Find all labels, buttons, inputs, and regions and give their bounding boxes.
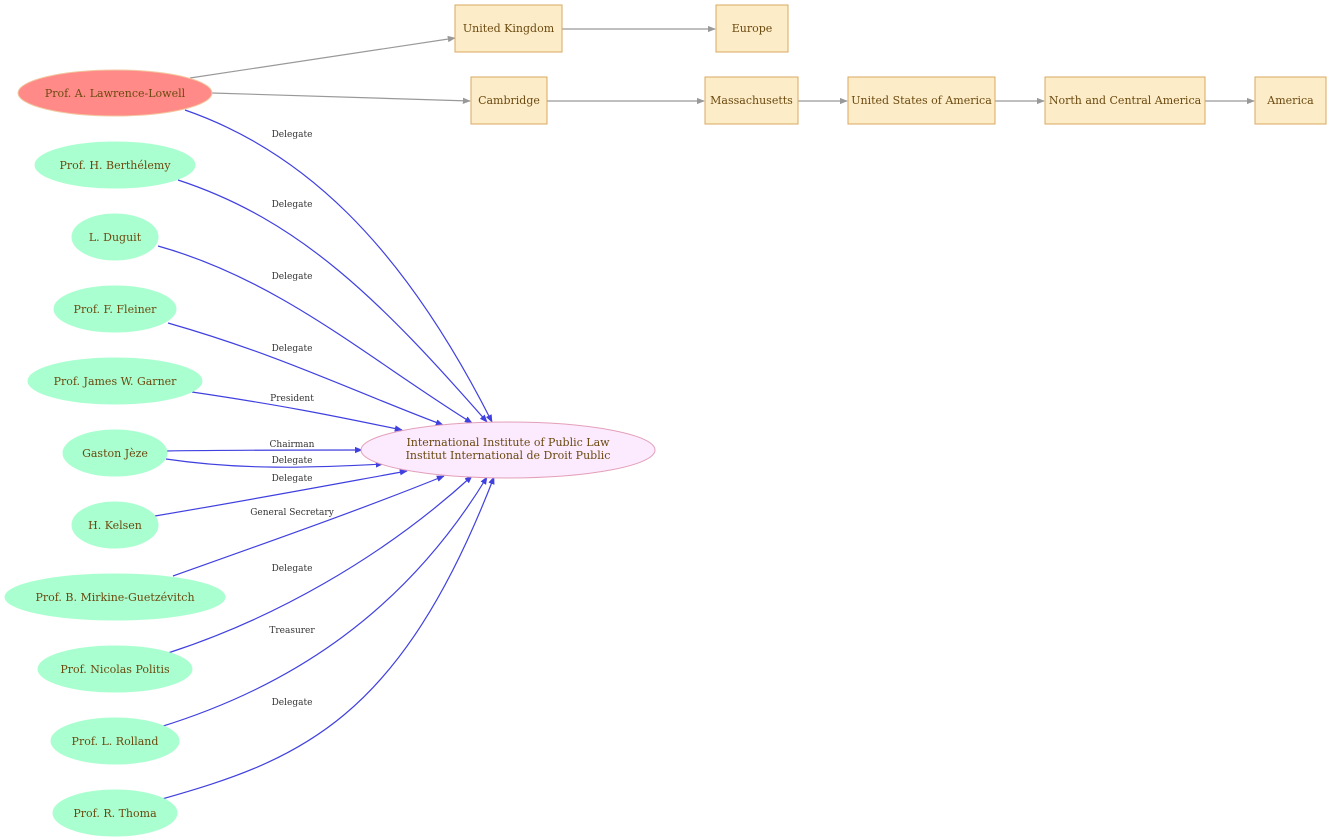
place-node-cambridge[interactable]: Cambridge — [470, 76, 548, 125]
person-node-fleiner[interactable]: Prof. F. Fleiner — [53, 285, 177, 333]
relation-edges — [154, 109, 495, 800]
svg-text:Cambridge: Cambridge — [478, 94, 540, 107]
edge-lawrence-lowell-delegate — [184, 109, 493, 423]
edge-label: Delegate — [272, 564, 313, 574]
person-node-thoma[interactable]: Prof. R. Thoma — [52, 789, 178, 837]
svg-text:Prof. B. Mirkine-Guetzévitch: Prof. B. Mirkine-Guetzévitch — [35, 591, 194, 604]
edge-garner-president — [191, 391, 403, 432]
person-node-politis[interactable]: Prof. Nicolas Politis — [37, 645, 193, 693]
edge-rolland-treasurer — [159, 476, 488, 728]
edge-label: Delegate — [272, 456, 313, 466]
person-node-rolland[interactable]: Prof. L. Rolland — [50, 717, 180, 765]
edge-label: Chairman — [270, 440, 315, 450]
svg-text:Prof. L. Rolland: Prof. L. Rolland — [72, 735, 159, 748]
edge-jeze-chairman — [165, 446, 363, 454]
svg-text:Prof. Nicolas Politis: Prof. Nicolas Politis — [60, 663, 170, 676]
person-node-berthelemy[interactable]: Prof. H. Berthélemy — [34, 141, 196, 189]
place-node-america[interactable]: America — [1254, 76, 1327, 125]
edge-kelsen-delegate — [154, 469, 408, 517]
edge-label: President — [270, 394, 314, 404]
edge-duguit-delegate — [157, 245, 473, 424]
person-node-mirkine[interactable]: Prof. B. Mirkine-Guetzévitch — [4, 573, 226, 621]
edge-mirkine-general-secretary — [172, 475, 445, 577]
person-node-garner[interactable]: Prof. James W. Garner — [27, 357, 203, 405]
svg-text:America: America — [1266, 94, 1314, 107]
place-node-united-kingdom[interactable]: United Kingdom — [454, 4, 563, 53]
place-node-usa[interactable]: United States of America — [847, 76, 996, 125]
svg-text:Gaston Jèze: Gaston Jèze — [82, 447, 148, 460]
relation-edge-labels: Delegate Delegate Delegate Delegate Pres… — [250, 130, 334, 708]
edge-label: Delegate — [272, 200, 313, 210]
svg-text:Massachusetts: Massachusetts — [710, 94, 793, 107]
person-node-kelsen[interactable]: H. Kelsen — [71, 501, 159, 549]
edge-label: Delegate — [272, 474, 313, 484]
person-nodes: Prof. A. Lawrence-Lowell Prof. H. Berthé… — [4, 69, 226, 837]
person-node-duguit[interactable]: L. Duguit — [71, 213, 159, 261]
edge-label: Delegate — [272, 130, 313, 140]
organization-name-fr: Institut International de Droit Public — [406, 449, 611, 462]
svg-text:North and Central America: North and Central America — [1049, 94, 1202, 107]
organization-name-en: International Institute of Public Law — [406, 436, 610, 449]
organization-node[interactable]: International Institute of Public Law In… — [360, 421, 656, 479]
svg-text:H. Kelsen: H. Kelsen — [88, 519, 142, 532]
edge-label: Delegate — [272, 272, 313, 282]
edge-label: Delegate — [272, 698, 313, 708]
location-edges — [189, 25, 1255, 105]
place-nodes: United Kingdom Europe Cambridge Massachu… — [454, 4, 1327, 125]
svg-text:United Kingdom: United Kingdom — [463, 22, 555, 35]
edge-fleiner-delegate — [167, 322, 444, 426]
person-node-lawrence-lowell[interactable]: Prof. A. Lawrence-Lowell — [17, 69, 213, 117]
place-node-massachusetts[interactable]: Massachusetts — [704, 76, 799, 125]
svg-text:Europe: Europe — [732, 22, 773, 35]
svg-text:Prof. R. Thoma: Prof. R. Thoma — [73, 807, 157, 820]
svg-text:Prof. A. Lawrence-Lowell: Prof. A. Lawrence-Lowell — [45, 87, 186, 100]
edge-jeze-delegate — [165, 458, 384, 468]
svg-text:Prof. H. Berthélemy: Prof. H. Berthélemy — [59, 159, 171, 172]
edge-politis-delegate — [167, 475, 473, 654]
svg-text:United States of America: United States of America — [851, 94, 992, 107]
edge-label: General Secretary — [250, 508, 334, 518]
edge-berthelemy-delegate — [177, 179, 488, 423]
place-node-north-central-america[interactable]: North and Central America — [1044, 76, 1206, 125]
edge-lowell-to-united-kingdom — [189, 35, 456, 79]
edge-thoma-delegate — [161, 476, 495, 800]
edge-label: Treasurer — [269, 626, 315, 636]
edge-label: Delegate — [272, 344, 313, 354]
edge-lowell-to-cambridge — [211, 92, 471, 104]
place-node-europe[interactable]: Europe — [715, 4, 789, 53]
person-node-jeze[interactable]: Gaston Jèze — [62, 429, 168, 477]
svg-text:Prof. James W. Garner: Prof. James W. Garner — [54, 375, 178, 388]
svg-text:Prof. F. Fleiner: Prof. F. Fleiner — [74, 303, 158, 316]
svg-text:L. Duguit: L. Duguit — [89, 231, 142, 244]
